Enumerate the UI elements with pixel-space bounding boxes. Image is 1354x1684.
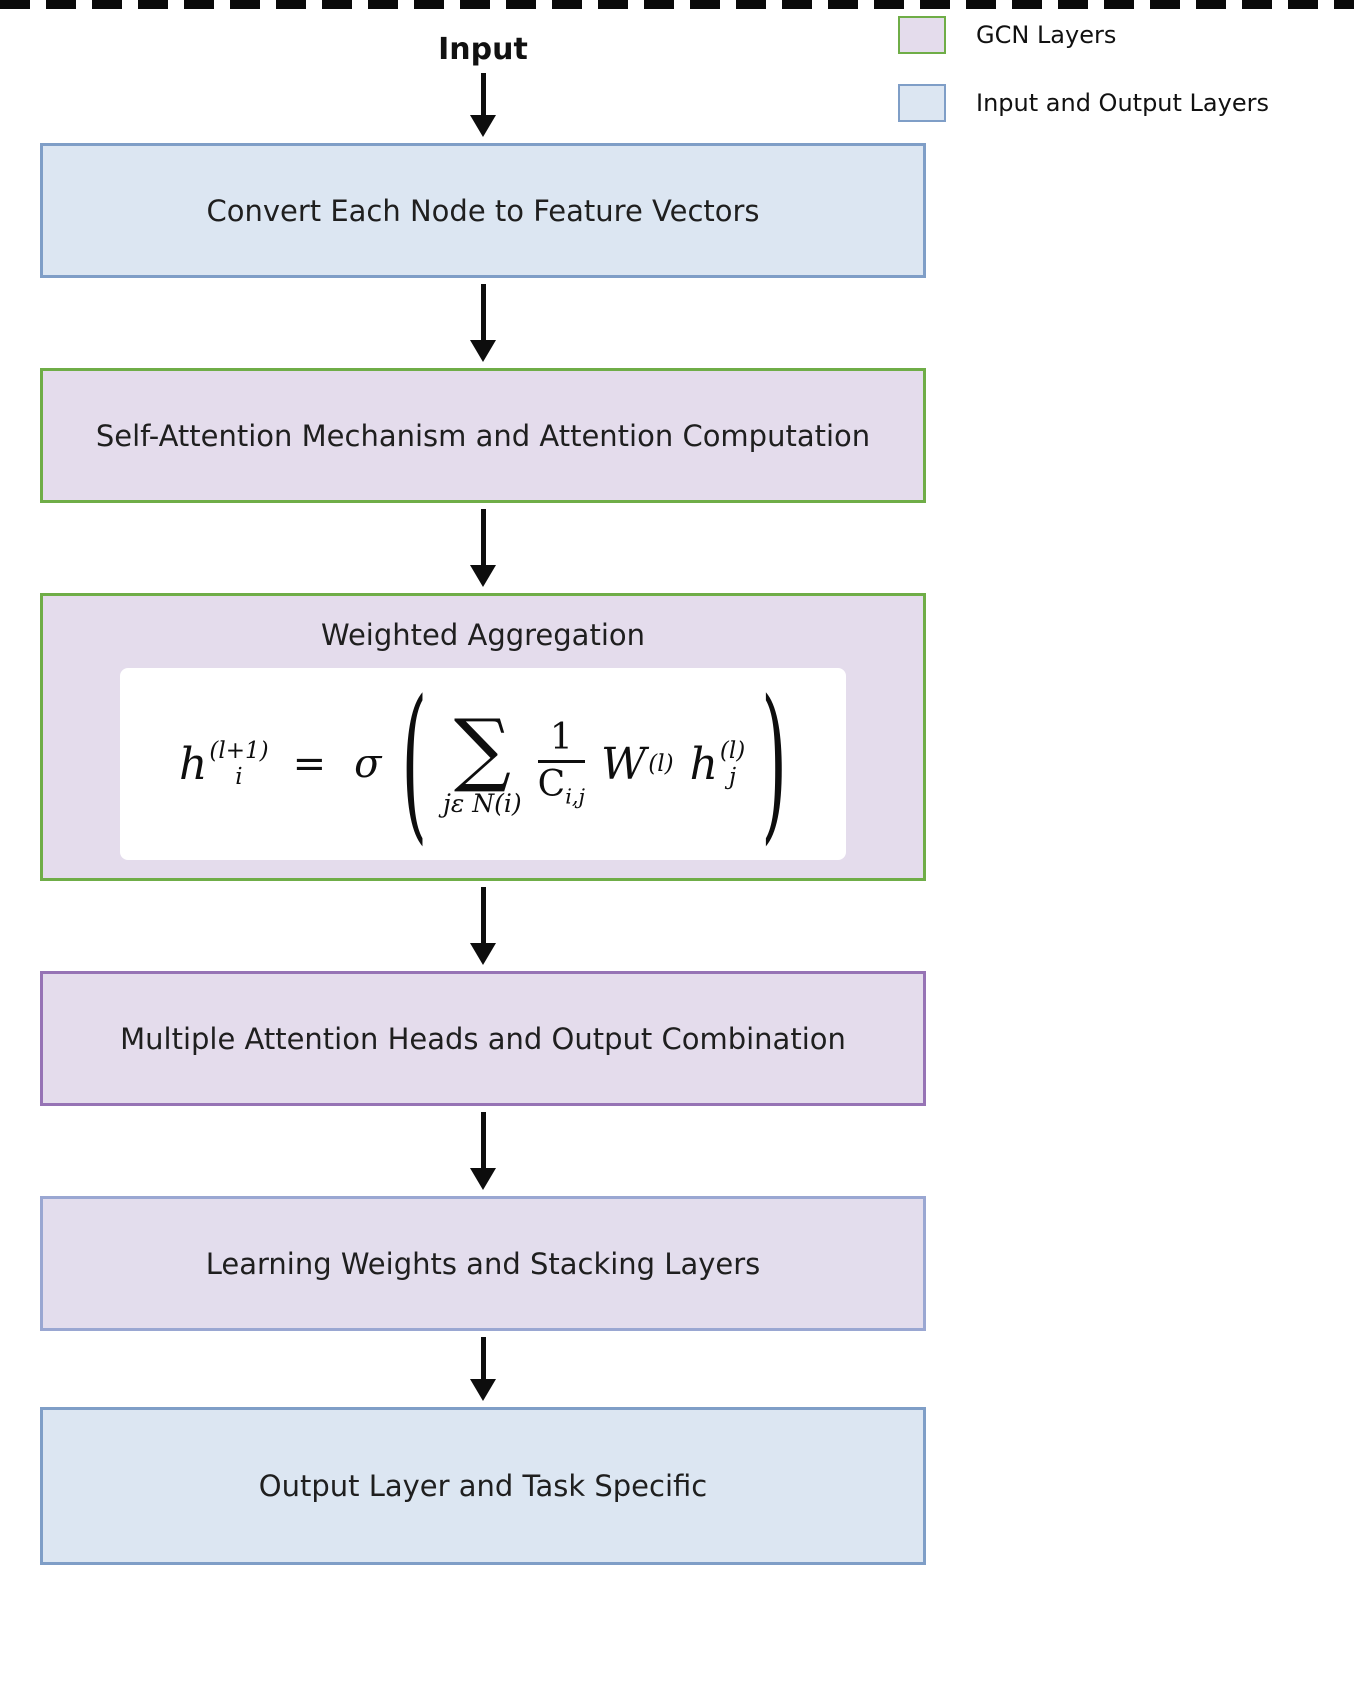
input-output-layers-swatch <box>898 84 946 122</box>
flow-arrow-6 <box>470 1337 496 1401</box>
arrow-stem <box>480 1337 486 1379</box>
arrow-head-icon <box>470 943 496 965</box>
legend-item-io: Input and Output Layers <box>898 84 1269 122</box>
formula-w-sup: (l) <box>648 751 674 777</box>
formula-h1-sub: i <box>235 764 243 790</box>
formula-summation: ∑ jε N(i) <box>443 701 522 818</box>
box-output-layer-label: Output Layer and Task Specific <box>258 1469 708 1503</box>
legend-item-gcn: GCN Layers <box>898 16 1269 54</box>
gcn-aggregation-formula: h (l+1) i = σ ( ∑ jε N(i) 1 <box>179 679 787 847</box>
formula-rhs-h: h (l) j <box>690 738 746 791</box>
formula-sigma: σ <box>354 741 382 787</box>
arrow-stem <box>480 73 486 115</box>
box-self-attention: Self-Attention Mechanism and Attention C… <box>40 368 926 503</box>
flow-arrow-5 <box>470 1112 496 1190</box>
box-weighted-aggregation: Weighted Aggregation h (l+1) i = σ ( ∑ <box>40 593 926 881</box>
formula-lhs: h (l+1) i <box>179 738 269 791</box>
box-multi-attention-heads: Multiple Attention Heads and Output Comb… <box>40 971 926 1106</box>
box-learning-weights-label: Learning Weights and Stacking Layers <box>205 1246 761 1281</box>
flow-arrow-2 <box>470 284 496 362</box>
formula-h1-sup: (l+1) <box>209 737 269 764</box>
sum-symbol: ∑ <box>453 701 511 795</box>
input-output-layers-label: Input and Output Layers <box>976 89 1269 117</box>
box-convert-nodes: Convert Each Node to Feature Vectors <box>40 143 926 278</box>
fraction-c: C <box>537 764 566 806</box>
formula-equals: = <box>292 741 327 787</box>
fraction-c-sub: i,j <box>565 784 586 809</box>
formula-h1-base: h <box>179 738 208 790</box>
input-title: Input <box>438 32 528 67</box>
formula-w-base: W <box>601 738 647 790</box>
formula-left-paren: ( <box>401 664 428 861</box>
formula-right-paren: ) <box>761 664 787 861</box>
sum-subscript: jε N(i) <box>443 788 522 818</box>
box-output-layer: Output Layer and Task Specific <box>40 1407 926 1565</box>
formula-h2-sup: (l) <box>719 737 746 764</box>
legend: GCN Layers Input and Output Layers <box>898 16 1269 122</box>
arrow-head-icon <box>470 115 496 137</box>
arrow-stem <box>480 509 486 565</box>
arrow-stem <box>480 887 486 943</box>
formula-panel: h (l+1) i = σ ( ∑ jε N(i) 1 <box>120 668 846 860</box>
flow-arrow-1 <box>470 73 496 137</box>
formula-h2-scripts: (l) j <box>720 738 745 791</box>
formula-h2-sub: j <box>728 764 737 790</box>
gcn-layers-label: GCN Layers <box>976 21 1117 49</box>
arrow-head-icon <box>470 565 496 587</box>
box-weighted-aggregation-label: Weighted Aggregation <box>320 618 645 652</box>
arrow-stem <box>480 284 486 340</box>
arrow-head-icon <box>470 1379 496 1401</box>
fraction-denominator: Ci,j <box>538 763 585 807</box>
box-convert-nodes-label: Convert Each Node to Feature Vectors <box>206 193 760 228</box>
box-multi-attention-heads-label: Multiple Attention Heads and Output Comb… <box>120 1021 846 1056</box>
arrow-head-icon <box>470 1168 496 1190</box>
flowchart: Input Convert Each Node to Feature Vecto… <box>40 0 926 1565</box>
top-dashed-border <box>0 0 1354 9</box>
formula-h1-scripts: (l+1) i <box>209 738 268 791</box>
arrow-head-icon <box>470 340 496 362</box>
formula-weight-term: W (l) <box>601 739 674 790</box>
arrow-stem <box>480 1112 486 1168</box>
flow-arrow-3 <box>470 509 496 587</box>
box-learning-weights: Learning Weights and Stacking Layers <box>40 1196 926 1331</box>
formula-h2-base: h <box>689 738 718 790</box>
formula-fraction: 1 Ci,j <box>537 720 586 807</box>
gcn-layers-swatch <box>898 16 946 54</box>
fraction-numerator: 1 <box>537 720 586 764</box>
box-self-attention-label: Self-Attention Mechanism and Attention C… <box>95 418 871 453</box>
flow-arrow-4 <box>470 887 496 965</box>
